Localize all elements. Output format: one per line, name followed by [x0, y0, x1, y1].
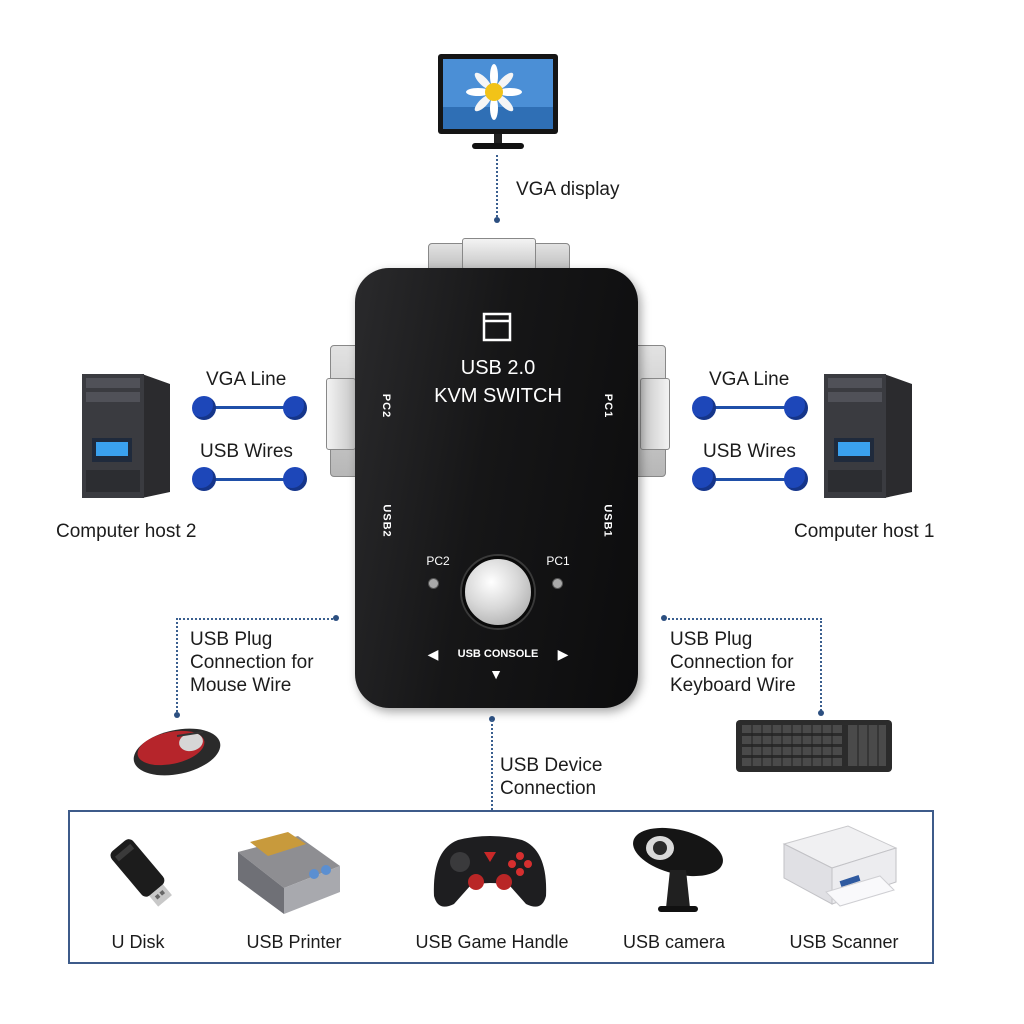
- gamepad-icon: [428, 826, 552, 916]
- vga-output-connector-inner: [462, 238, 536, 270]
- kvm-switch-body: [355, 268, 638, 708]
- left-usb-line-dot-a: [192, 467, 216, 491]
- vga-display-label: VGA display: [516, 179, 620, 200]
- left-vga-line-dot-b: [283, 396, 307, 420]
- vga-monitor-icon: [436, 52, 560, 152]
- right-usb-wires-label: USB Wires: [703, 441, 796, 462]
- keyboard-connector-pin-bottom: [818, 710, 824, 716]
- computer-host-2-label: Computer host 2: [56, 521, 197, 542]
- keyboard-connector-line-vertical: [820, 618, 822, 714]
- kvm-console-left-arrow-icon: ◀: [427, 646, 439, 662]
- right-vga-line-dot-b: [784, 396, 808, 420]
- kvm-console-right-arrow-icon: ▶: [557, 646, 569, 662]
- left-usb-wires-label: USB Wires: [200, 441, 293, 462]
- mouse-icon: [125, 718, 225, 780]
- printer-icon: [228, 822, 348, 918]
- mouse-connector-line-vertical: [176, 618, 178, 716]
- kvm-led-pc2: [428, 578, 439, 589]
- kvm-port-label-usb1: USB1: [601, 504, 614, 538]
- keyboard-connector-line-horizontal: [664, 618, 822, 620]
- right-usb-line-dot-b: [784, 467, 808, 491]
- webcam-icon: [620, 818, 730, 918]
- kvm-led-pc1: [552, 578, 563, 589]
- mouse-connector-pin-bottom: [174, 712, 180, 718]
- kvm-port-label-pc1: PC1: [602, 393, 615, 419]
- keyboard-connector-pin: [661, 615, 667, 621]
- right-vga-line-label: VGA Line: [709, 369, 790, 390]
- kvm-port-label-pc2: PC2: [380, 393, 393, 419]
- vga-port-pc1-connector-inner: [640, 378, 670, 450]
- left-vga-line-dot-a: [192, 396, 216, 420]
- right-vga-line-dot-a: [692, 396, 716, 420]
- kvm-led-label-pc1: PC1: [546, 554, 570, 568]
- device-label-usb-camera: USB camera: [622, 932, 726, 952]
- usb-devices-panel: [68, 810, 934, 964]
- device-label-usb-game-handle: USB Game Handle: [415, 932, 569, 952]
- mouse-connection-label: USB Plug Connection for Mouse Wire: [190, 629, 314, 696]
- left-usb-line-dot-b: [283, 467, 307, 491]
- usb-device-connection-label: USB Device Connection: [500, 755, 603, 799]
- usb-device-connector-line: [491, 720, 493, 810]
- right-usb-wires-line: [703, 478, 795, 481]
- kvm-window-icon: [482, 312, 512, 342]
- device-label-usb-scanner: USB Scanner: [789, 932, 899, 952]
- keyboard-icon: [734, 716, 894, 776]
- usb-flash-drive-icon: [100, 826, 180, 916]
- left-vga-line: [203, 406, 295, 409]
- kvm-title-line1: USB 2.0: [460, 357, 536, 379]
- keyboard-connection-label: USB Plug Connection for Keyboard Wire: [670, 629, 796, 696]
- kvm-port-label-usb2: USB2: [380, 504, 393, 538]
- device-label-u-disk: U Disk: [111, 932, 165, 952]
- monitor-connector-pin: [494, 217, 500, 223]
- right-usb-line-dot-a: [692, 467, 716, 491]
- scanner-icon: [770, 818, 902, 918]
- monitor-connector-line: [496, 155, 498, 221]
- kvm-switch-button[interactable]: [462, 556, 534, 628]
- left-vga-line-label: VGA Line: [206, 369, 287, 390]
- computer-tower-icon: [822, 370, 914, 500]
- vga-port-pc2-connector-inner: [326, 378, 356, 450]
- mouse-connector-pin: [333, 615, 339, 621]
- usb-device-connector-pin: [489, 716, 495, 722]
- right-vga-line: [703, 406, 795, 409]
- kvm-led-label-pc2: PC2: [426, 554, 450, 568]
- device-label-usb-printer: USB Printer: [246, 932, 342, 952]
- kvm-console-down-arrow-icon: ▼: [489, 666, 503, 682]
- mouse-connector-line-horizontal: [176, 618, 336, 620]
- computer-tower-icon: [80, 370, 172, 500]
- kvm-title-line2: KVM SWITCH: [434, 385, 562, 407]
- kvm-console-label: USB CONSOLE: [457, 648, 539, 660]
- left-usb-wires-line: [203, 478, 295, 481]
- computer-host-1-label: Computer host 1: [794, 521, 935, 542]
